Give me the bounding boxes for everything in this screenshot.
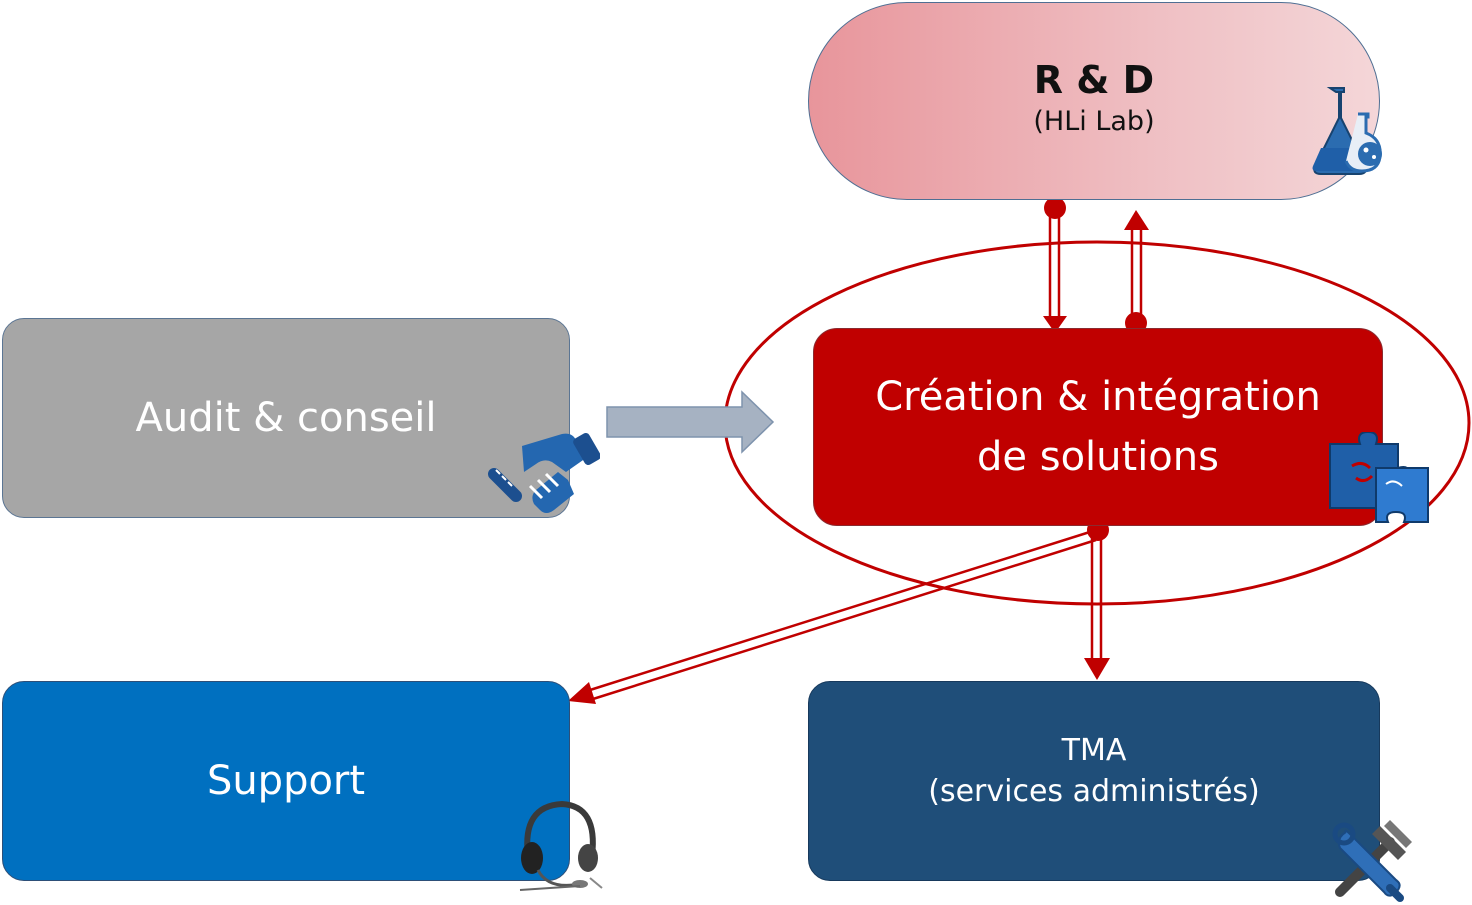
node-tma: TMA (services administrés) xyxy=(808,681,1380,881)
node-creation-line1: Création & intégration xyxy=(875,374,1321,420)
node-rd-title: R & D xyxy=(1033,57,1155,102)
node-rd: R & D (HLi Lab) xyxy=(808,2,1380,200)
node-tma-line2: (services administrés) xyxy=(928,774,1260,809)
node-audit: Audit & conseil xyxy=(2,318,570,518)
node-creation: Création & intégration de solutions xyxy=(813,328,1383,526)
edge-rd-to-creation xyxy=(1043,197,1067,333)
node-support-label: Support xyxy=(206,758,366,804)
headset-icon xyxy=(519,800,603,891)
edge-creation-to-rd xyxy=(1124,210,1149,334)
node-tma-line1: TMA xyxy=(1061,733,1127,768)
tools-icon xyxy=(1332,820,1412,902)
edge-audit-to-creation xyxy=(606,390,775,454)
node-rd-subtitle: (HLi Lab) xyxy=(1033,105,1155,137)
flask-icon xyxy=(1312,87,1382,175)
node-creation-line2: de solutions xyxy=(977,434,1219,480)
node-audit-label: Audit & conseil xyxy=(135,395,437,441)
handshake-icon xyxy=(488,432,600,513)
edge-creation-to-support xyxy=(568,529,1097,704)
node-support: Support xyxy=(2,681,570,881)
puzzle-icon xyxy=(1329,432,1429,523)
